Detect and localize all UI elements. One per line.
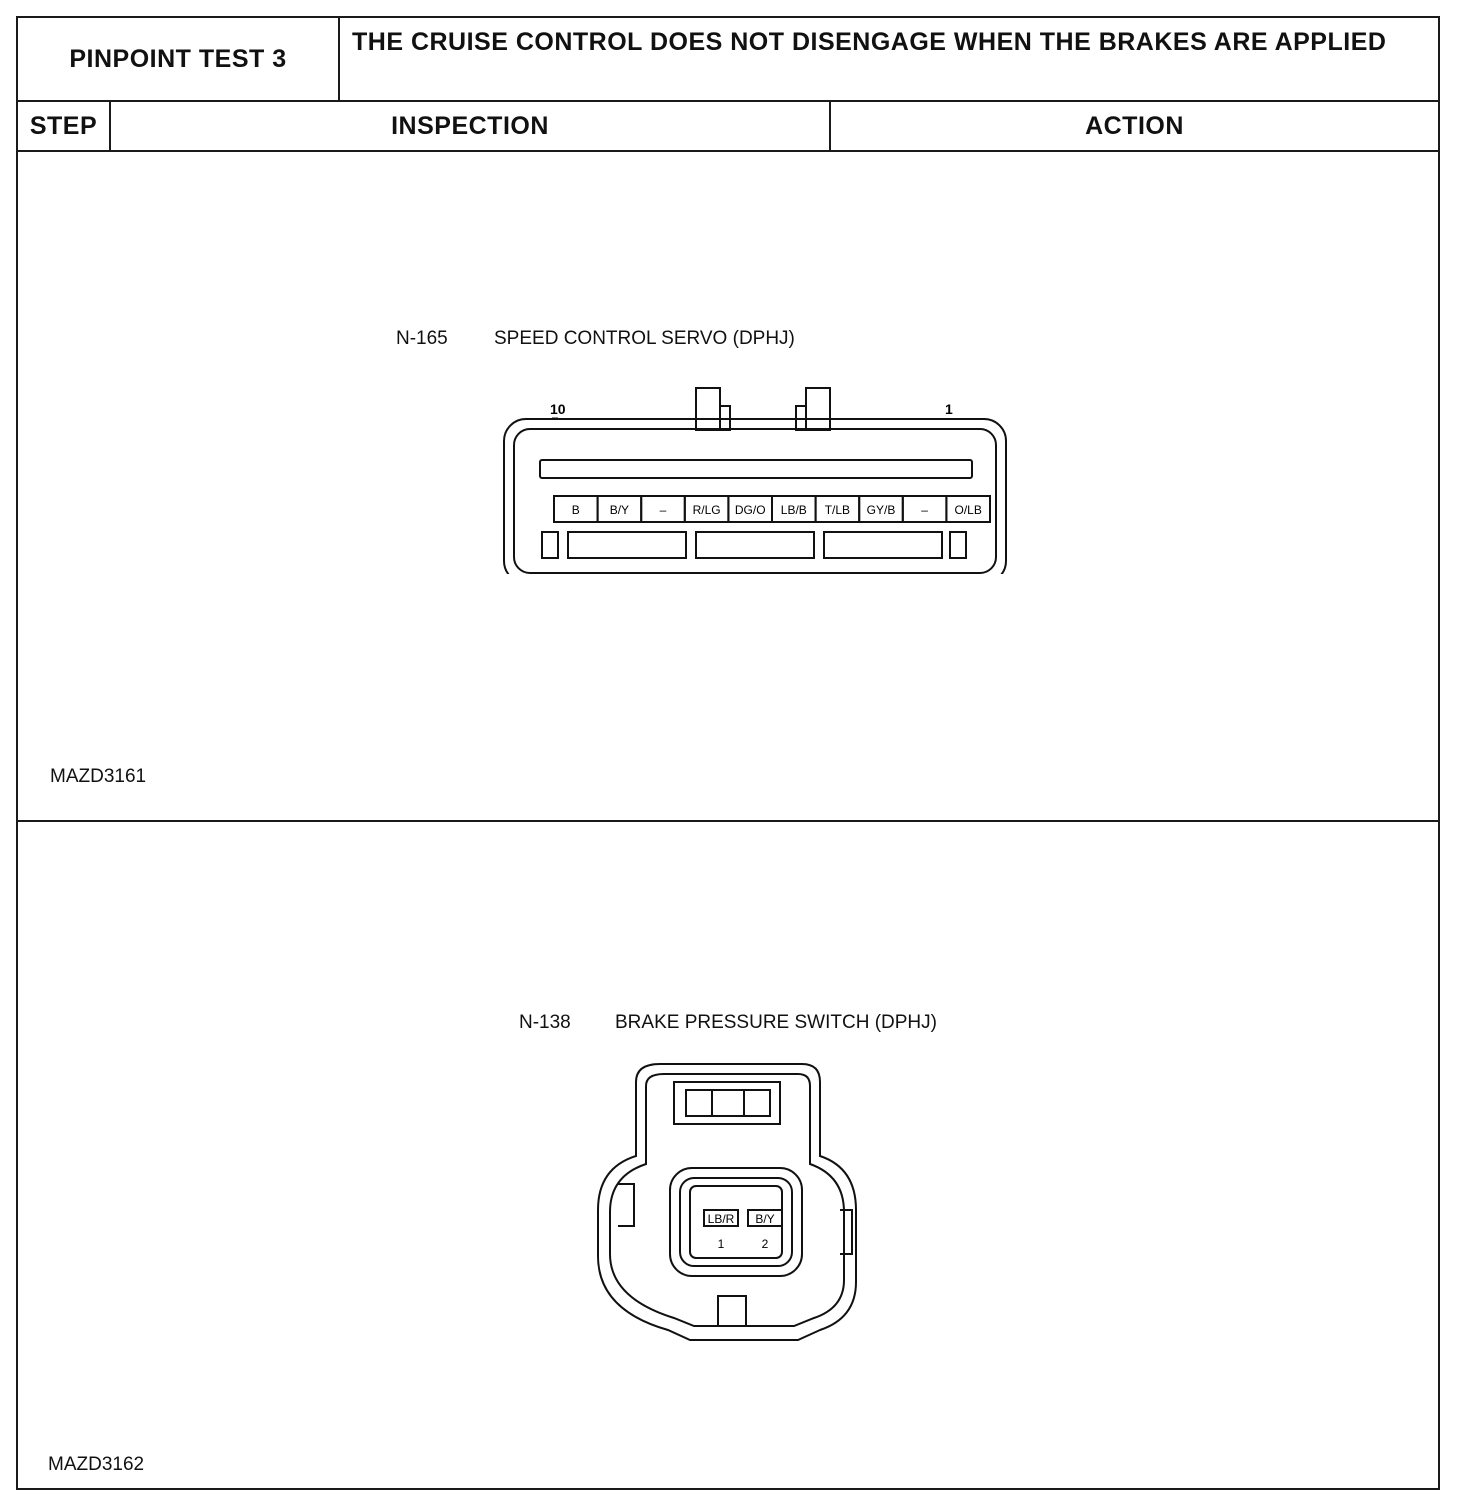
servo-pin-row: B B/Y – R/LG DG/O LB/B T/LB GY/B – O/LB	[553, 495, 991, 523]
servo-pin-cell: B/Y	[596, 495, 643, 523]
servo-pin-wire-color: –	[660, 503, 667, 517]
test-title: PINPOINT TEST 3	[18, 18, 340, 100]
column-header-row: STEP INSPECTION ACTION	[18, 102, 1438, 152]
figure-panel-brake-pressure-switch: N-138 BRAKE PRESSURE SWITCH (DPHJ)	[18, 822, 1438, 1488]
figure-code-mazd3162: MAZD3162	[48, 1454, 145, 1475]
brake-pin-cell: B/Y 2	[747, 1209, 783, 1251]
brake-pressure-switch-connector-diagram: LB/R 1 B/Y 2	[597, 1063, 857, 1341]
pin-10-label: 10	[550, 401, 566, 417]
brake-pin-number: 2	[762, 1237, 769, 1251]
servo-pin-wire-color: LB/B	[781, 503, 807, 517]
brake-switch-pin-row: LB/R 1 B/Y 2	[703, 1209, 783, 1251]
servo-pin-wire-color: GY/B	[867, 503, 896, 517]
connector-id-n165: N-165	[396, 328, 448, 349]
brake-pin-number: 1	[718, 1237, 725, 1251]
inspection-column-header: INSPECTION	[111, 102, 831, 150]
servo-pin-cell: LB/B	[771, 495, 817, 523]
servo-pin-cell: DG/O	[727, 495, 773, 523]
figure-code-mazd3161: MAZD3161	[50, 766, 147, 787]
brake-pin-wire-color: LB/R	[708, 1212, 735, 1226]
test-description: THE CRUISE CONTROL DOES NOT DISENGAGE WH…	[352, 28, 1387, 56]
servo-pin-wire-color: –	[921, 503, 928, 517]
servo-pin-cell: –	[901, 495, 948, 523]
brake-pin-wire-color: B/Y	[755, 1212, 774, 1226]
servo-pin-cell: R/LG	[683, 495, 730, 523]
title-row: PINPOINT TEST 3 THE CRUISE CONTROL DOES …	[18, 18, 1438, 102]
servo-pin-wire-color: R/LG	[693, 503, 721, 517]
step-column-header: STEP	[18, 102, 111, 150]
servo-pin-wire-color: B/Y	[610, 503, 629, 517]
figure-panel-speed-control-servo: N-165 SPEED CONTROL SERVO (DPHJ)	[18, 152, 1438, 822]
servo-pin-wire-color: O/LB	[955, 503, 982, 517]
connector-name-speed-control-servo: SPEED CONTROL SERVO (DPHJ)	[494, 328, 795, 349]
servo-pin-cell: T/LB	[814, 495, 861, 523]
servo-pin-wire-color: B	[572, 503, 580, 517]
connector-id-n138: N-138	[519, 1012, 571, 1033]
servo-pin-cell: O/LB	[945, 495, 991, 523]
pinpoint-test-sheet: PINPOINT TEST 3 THE CRUISE CONTROL DOES …	[16, 16, 1440, 1490]
servo-pin-cell: B	[553, 495, 599, 523]
servo-pin-cell: GY/B	[858, 495, 904, 523]
pin-1-label: 1	[945, 401, 953, 417]
action-column-header: ACTION	[1085, 111, 1184, 140]
speed-control-servo-connector-diagram: 10 1 B B/Y – R/LG DG/O LB/B T/LB GY/B – O/LB	[503, 387, 1007, 574]
servo-pin-wire-color: DG/O	[735, 503, 766, 517]
servo-pin-wire-color: T/LB	[825, 503, 850, 517]
servo-pin-cell: –	[640, 495, 686, 523]
connector-name-brake-pressure-switch: BRAKE PRESSURE SWITCH (DPHJ)	[615, 1012, 937, 1033]
brake-pin-cell: LB/R 1	[703, 1209, 739, 1251]
